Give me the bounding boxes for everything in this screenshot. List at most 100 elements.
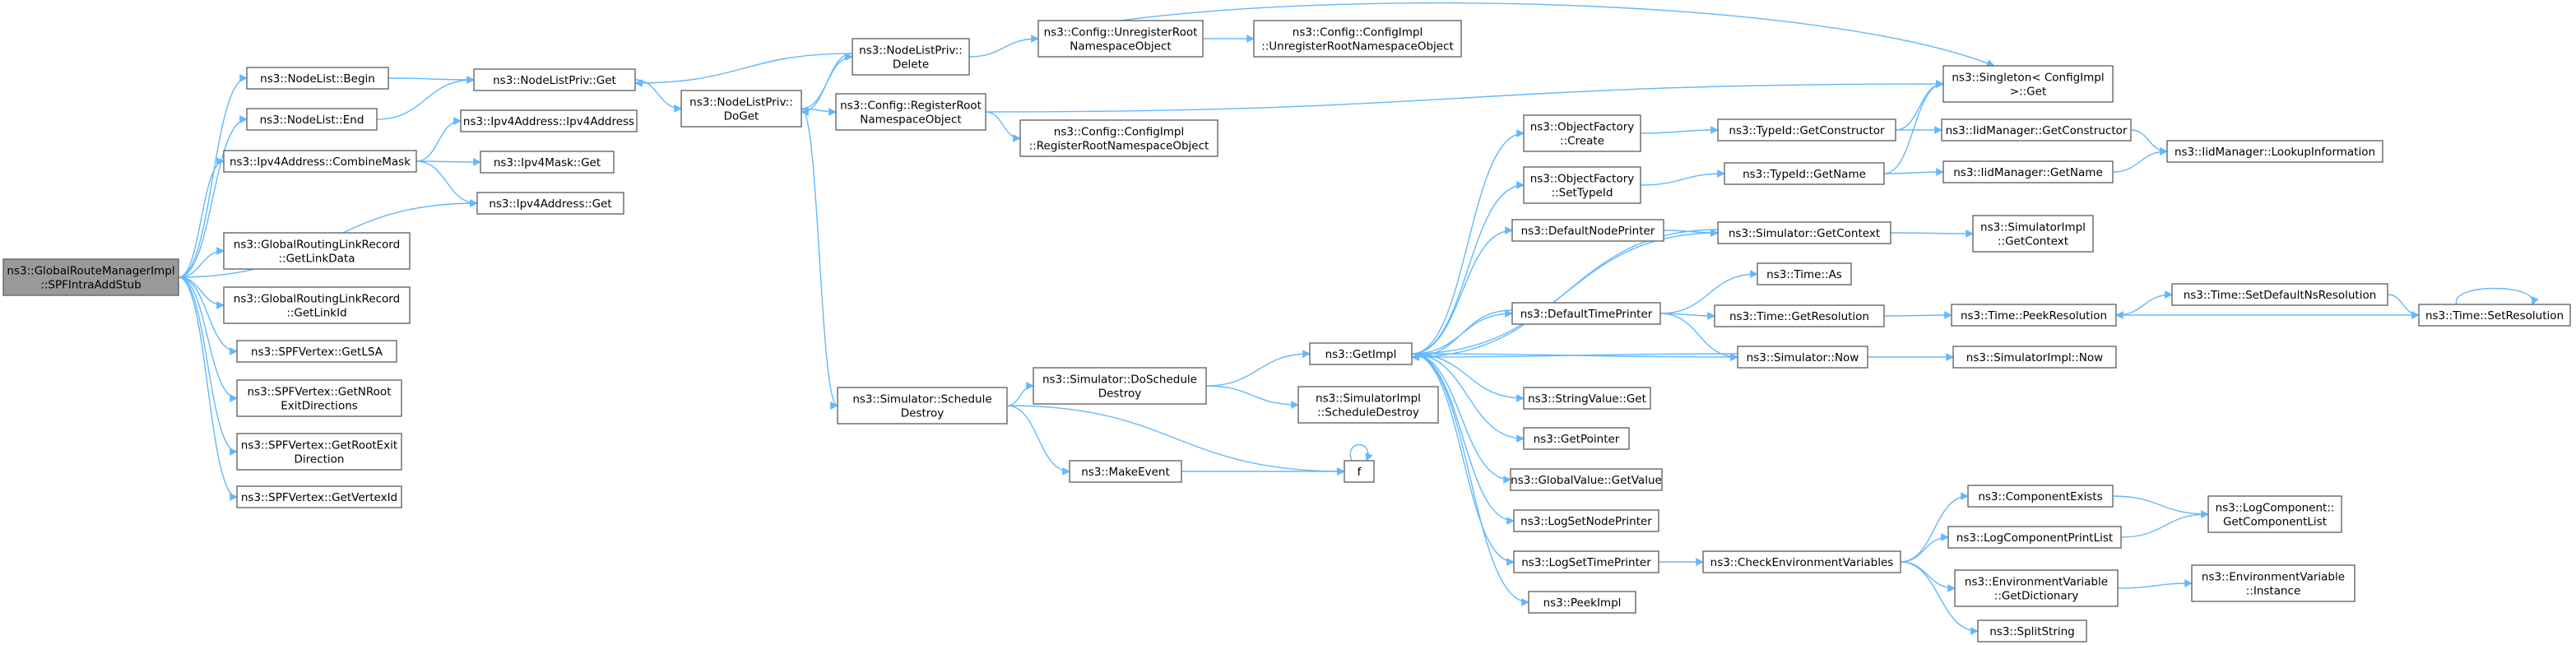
function-node-simimpl-sched[interactable]: ns3::SimulatorImpl::ScheduleDestroy [1297,386,1439,424]
function-node-strval-get[interactable]: ns3::StringValue::Get [1523,387,1651,410]
function-node-f[interactable]: f [1344,460,1375,483]
function-node-check-env[interactable]: ns3::CheckEnvironmentVariables [1702,550,1901,573]
function-node-iid-name[interactable]: ns3::IidManager::GetName [1942,160,2114,183]
function-node-make-event[interactable]: ns3::MakeEvent [1069,460,1182,483]
node-label: ns3::SplitString [1989,625,2075,638]
function-node-of-create[interactable]: ns3::ObjectFactory::Create [1523,114,1641,152]
call-edge-root-to-spf_lsa [178,276,238,355]
call-edge-root-to-spf_rootexit [178,276,238,456]
function-node-cfgimpl-reg[interactable]: ns3::Config::ConfigImpl::RegisterRootNam… [1019,119,1218,157]
function-node-nlp-delete[interactable]: ns3::NodeListPriv::Delete [852,38,970,76]
function-node-nl-end[interactable]: ns3::NodeList::End [246,108,378,131]
function-node-nlp-get[interactable]: ns3::NodeListPriv::Get [473,68,636,91]
function-node-cfg-unregister[interactable]: ns3::Config::UnregisterRootNamespaceObje… [1037,20,1204,58]
function-node-spf-vid[interactable]: ns3::SPFVertex::GetVertexId [236,485,402,508]
call-edge-root-to-nl_begin [178,74,248,278]
node-label: ns3::IidManager::GetName [1953,166,2103,179]
node-label: ns3::Time::SetDefaultNsResolution [2184,289,2377,302]
function-node-time-peekres[interactable]: ns3::Time::PeekResolution [1951,304,2117,327]
node-label: ::ScheduleDestroy [1317,406,1419,420]
node-box [223,150,417,173]
node-label: ns3::SPFVertex::GetVertexId [241,491,397,504]
function-node-root[interactable]: ns3::GlobalRouteManagerImpl::SPFIntraAdd… [2,258,179,296]
node-box [1523,166,1641,204]
function-node-nl-begin[interactable]: ns3::NodeList::Begin [246,67,389,90]
node-box [1253,20,1462,58]
call-edge-log_comp_print-to-logcomp_getlist [2120,510,2209,538]
call-edge-time_peekres-to-time_setdefault [2115,290,2173,316]
node-label: ns3::Ipv4Address::Ipv4Address [463,115,634,128]
node-box [852,38,970,76]
function-node-spf-lsa[interactable]: ns3::SPFVertex::GetLSA [236,340,397,363]
node-label: ns3::Config::ConfigImpl [1054,126,1184,139]
function-node-ipv4mask-get[interactable]: ns3::Ipv4Mask::Get [480,151,615,174]
call-edges [178,2,2539,635]
function-node-glr-id[interactable]: ns3::GlobalRoutingLinkRecord::GetLinkId [223,286,411,324]
function-node-ipv4-combine[interactable]: ns3::Ipv4Address::CombineMask [223,150,417,173]
node-label: ns3::Config::RegisterRoot [840,100,982,113]
function-node-log-node-printer[interactable]: ns3::LogSetNodePrinter [1513,509,1659,532]
function-node-time-setdefault[interactable]: ns3::Time::SetDefaultNsResolution [2171,283,2388,306]
function-node-log-comp-print[interactable]: ns3::LogComponentPrintList [1947,526,2122,549]
node-label: ns3::Config::UnregisterRoot [1044,26,1198,39]
function-node-def-node-printer[interactable]: ns3::DefaultNodePrinter [1511,219,1664,242]
call-edge-env_getdict-to-env_instance [2117,579,2193,589]
function-node-glr-data[interactable]: ns3::GlobalRoutingLinkRecord::GetLinkDat… [223,232,411,270]
call-edge-root-to-spf_nroot [178,276,238,402]
function-node-cfg-register[interactable]: ns3::Config::RegisterRootNamespaceObject [835,93,986,131]
node-label: ns3::EnvironmentVariable [1965,576,2108,589]
function-node-logcomp-getlist[interactable]: ns3::LogComponent::GetComponentList [2207,495,2342,533]
function-node-typeid-ctor[interactable]: ns3::TypeId::GetConstructor [1717,118,1896,142]
node-box [1511,302,1661,325]
function-node-log-time-printer[interactable]: ns3::LogSetTimePrinter [1513,550,1659,573]
call-edge-nlp_delete-to-cfg_unregister [968,35,1039,58]
function-node-time-getres[interactable]: ns3::Time::GetResolution [1714,304,1885,327]
call-edge-check_env-to-comp_exists [1900,492,1969,563]
node-label: ns3::PeekImpl [1543,596,1622,610]
node-label: GetComponentList [2223,516,2327,529]
node-box [1942,65,2114,103]
node-label: ns3::StringValue::Get [1528,392,1646,406]
node-label: ns3::GlobalRoutingLinkRecord [234,293,400,306]
function-node-comp-exists[interactable]: ns3::ComponentExists [1967,485,2114,508]
node-label: ns3::Time::GetResolution [1729,310,1869,323]
function-node-getimpl[interactable]: ns3::GetImpl [1309,342,1413,365]
function-node-iid-lookup[interactable]: ns3::IidManager::LookupInformation [2166,140,2383,163]
function-node-sim-now[interactable]: ns3::Simulator::Now [1737,346,1868,369]
node-label: ns3::GlobalRouteManagerImpl [7,265,174,278]
function-node-getpointer[interactable]: ns3::GetPointer [1523,427,1630,450]
function-node-env-getdict[interactable]: ns3::EnvironmentVariable::GetDictionary [1954,569,2119,607]
function-node-nlp-doget[interactable]: ns3::NodeListPriv::DoGet [680,90,802,128]
function-node-simimpl-getctx[interactable]: ns3::SimulatorImpl::GetContext [1972,215,2094,253]
function-node-simimpl-now[interactable]: ns3::SimulatorImpl::Now [1952,346,2117,369]
node-box [246,67,389,90]
function-node-env-instance[interactable]: ns3::EnvironmentVariable::Instance [2191,564,2356,602]
node-label: ::Create [1560,135,1604,148]
function-node-ipv4-ctor[interactable]: ns3::Ipv4Address::Ipv4Address [460,109,638,132]
node-label: ns3::Time::PeekResolution [1961,309,2107,322]
node-label: ::RegisterRootNamespaceObject [1029,140,1209,153]
function-node-def-time-printer[interactable]: ns3::DefaultTimePrinter [1511,302,1661,325]
function-node-sim-sched[interactable]: ns3::Simulator::ScheduleDestroy [837,387,1008,425]
function-node-peekimpl[interactable]: ns3::PeekImpl [1528,591,1636,614]
node-box [1941,118,2132,142]
function-node-iid-ctor[interactable]: ns3::IidManager::GetConstructor [1941,118,2132,142]
call-edge-f-to-f [1349,443,1373,462]
function-node-time-setres[interactable]: ns3::Time::SetResolution [2418,304,2571,327]
function-node-of-settype[interactable]: ns3::ObjectFactory::SetTypeId [1523,166,1641,204]
function-node-gv-getvalue[interactable]: ns3::GlobalValue::GetValue [1510,468,1663,491]
function-node-typeid-name[interactable]: ns3::TypeId::GetName [1724,162,1885,185]
node-box [223,286,411,324]
node-box [2418,304,2571,327]
function-node-time-as[interactable]: ns3::Time::As [1757,262,1852,285]
node-box [480,151,615,174]
function-node-sim-getctx[interactable]: ns3::Simulator::GetContext [1717,221,1891,244]
function-node-split-string[interactable]: ns3::SplitString [1977,619,2087,643]
function-node-ipv4-get[interactable]: ns3::Ipv4Address::Get [476,192,624,215]
function-node-singleton[interactable]: ns3::Singleton< ConfigImpl >::Get [1942,65,2114,103]
function-node-cfgimpl-unreg[interactable]: ns3::Config::ConfigImpl::UnregisterRootN… [1253,20,1462,58]
node-box [246,108,378,131]
